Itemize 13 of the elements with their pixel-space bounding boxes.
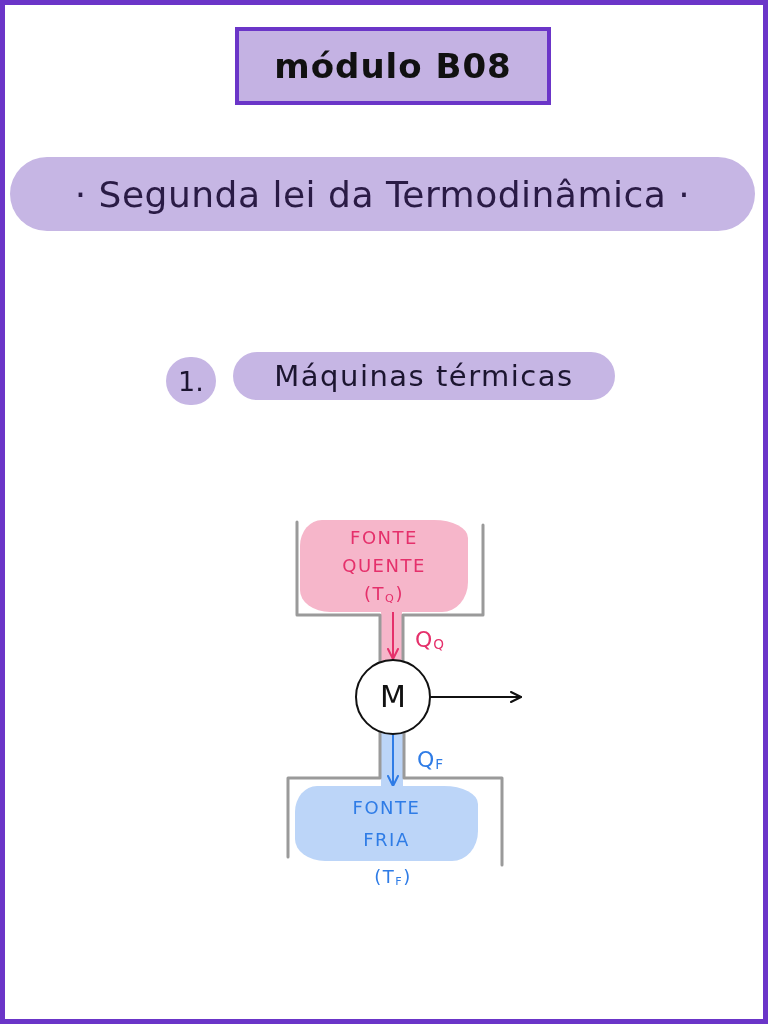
- node-label: M: [380, 682, 406, 712]
- arrow: [387, 734, 399, 787]
- section-heading: · Segunda lei da Termodinâmica ·: [10, 157, 755, 231]
- section-number: 1.: [166, 357, 216, 405]
- cold-source-area: [295, 786, 478, 861]
- arrow: [430, 691, 522, 703]
- subsection-heading: Máquinas térmicas: [233, 352, 615, 400]
- node-label: FONTE FRIA: [351, 795, 422, 852]
- arrow: [387, 611, 399, 660]
- node-label: FONTE QUENTE (T$_{Q}$): [341, 526, 427, 607]
- module-title: módulo B08: [235, 27, 551, 105]
- hot-source-area: [300, 520, 468, 612]
- temperature-label: (T$_{F}$): [373, 865, 413, 890]
